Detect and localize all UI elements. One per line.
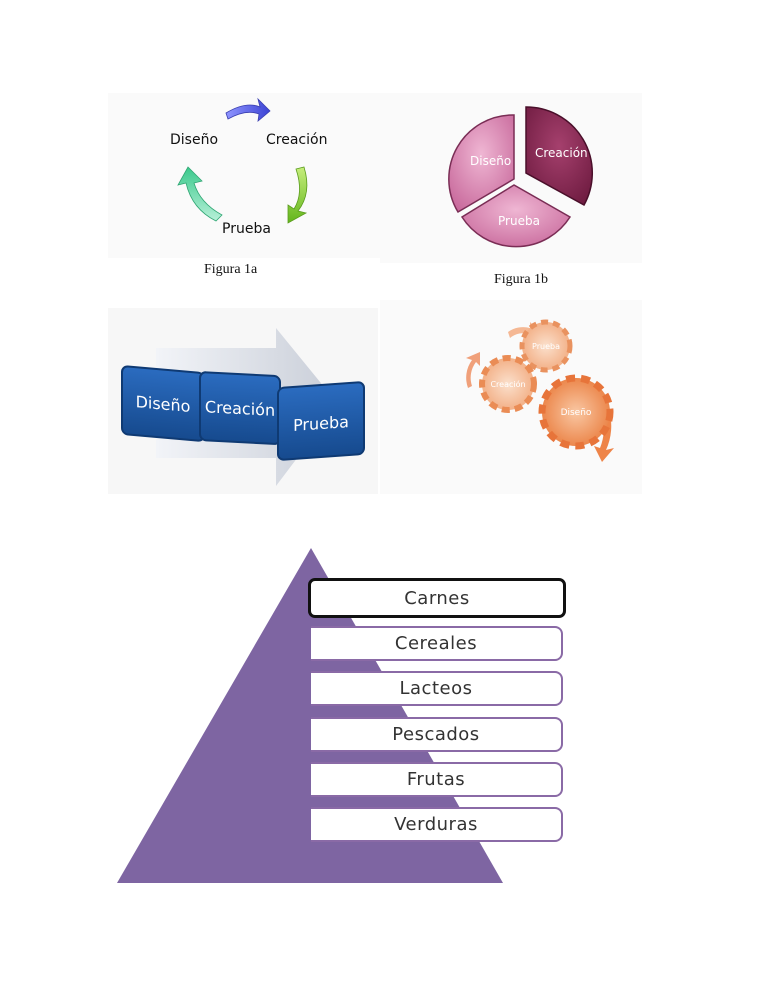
figure-1d-panel: Prueba Creación Diseño: [380, 300, 642, 494]
process-block-label: Diseño: [136, 392, 191, 416]
pyramid-tier-verduras[interactable]: Verduras: [311, 807, 563, 842]
cycle-arrow-right: [287, 166, 308, 224]
cycle-step-label: Creación: [266, 132, 327, 148]
pie-segment-label: Prueba: [498, 214, 540, 228]
figure-1a-panel: Diseño Creación Prueba: [108, 93, 380, 258]
figure-1b-caption: Figura 1b: [494, 272, 549, 287]
gear-label: Diseño: [561, 408, 592, 418]
pie-segment-prueba: [460, 184, 572, 248]
process-block: [277, 381, 365, 461]
figure-1c-process-diagram: Diseño Creación Prueba: [121, 328, 365, 486]
cycle-arrow-top: [225, 97, 271, 122]
figure-1b-panel: Diseño Creación Prueba: [380, 93, 642, 263]
gear-prueba: Prueba: [519, 319, 573, 373]
pyramid-tier-pescados[interactable]: Pescados: [311, 717, 563, 752]
pie-segment-creacion: [525, 106, 594, 207]
figure-1d-gears-diagram: Prueba Creación Diseño: [466, 319, 614, 462]
pyramid-tier-lacteos[interactable]: Lacteos: [311, 671, 563, 706]
cycle-step-label: Diseño: [170, 132, 218, 148]
gear-orbit-arrow: [582, 378, 614, 462]
gear-creacion: Creación: [479, 355, 537, 413]
figure-1a-caption: Figura 1a: [204, 262, 258, 277]
cycle-step-label: Prueba: [222, 221, 271, 237]
gear-diseno: Diseño: [538, 374, 614, 450]
pie-segment-label: Diseño: [470, 154, 511, 168]
pyramid-tier-cereales[interactable]: Cereales: [311, 626, 563, 661]
pie-segment-label: Creación: [535, 146, 588, 160]
pyramid-tier-carnes[interactable]: Carnes: [308, 578, 566, 618]
cycle-arrow-left: [177, 166, 223, 222]
figure-1c-panel: Diseño Creación Prueba: [108, 308, 378, 494]
pyramid-triangle: [117, 548, 503, 883]
gear-label: Prueba: [532, 342, 560, 351]
pie-segment-diseno: [448, 114, 515, 214]
gear-label: Creación: [490, 379, 525, 389]
process-block-label: Prueba: [293, 412, 349, 435]
pyramid-tier-frutas[interactable]: Frutas: [311, 762, 563, 797]
process-block-label: Creación: [205, 397, 275, 420]
gear-orbit-arrow: [466, 352, 480, 388]
figure-1a-cycle-diagram: Diseño Creación Prueba: [170, 97, 327, 237]
figure-1b-pie-diagram: Diseño Creación Prueba: [448, 106, 594, 248]
